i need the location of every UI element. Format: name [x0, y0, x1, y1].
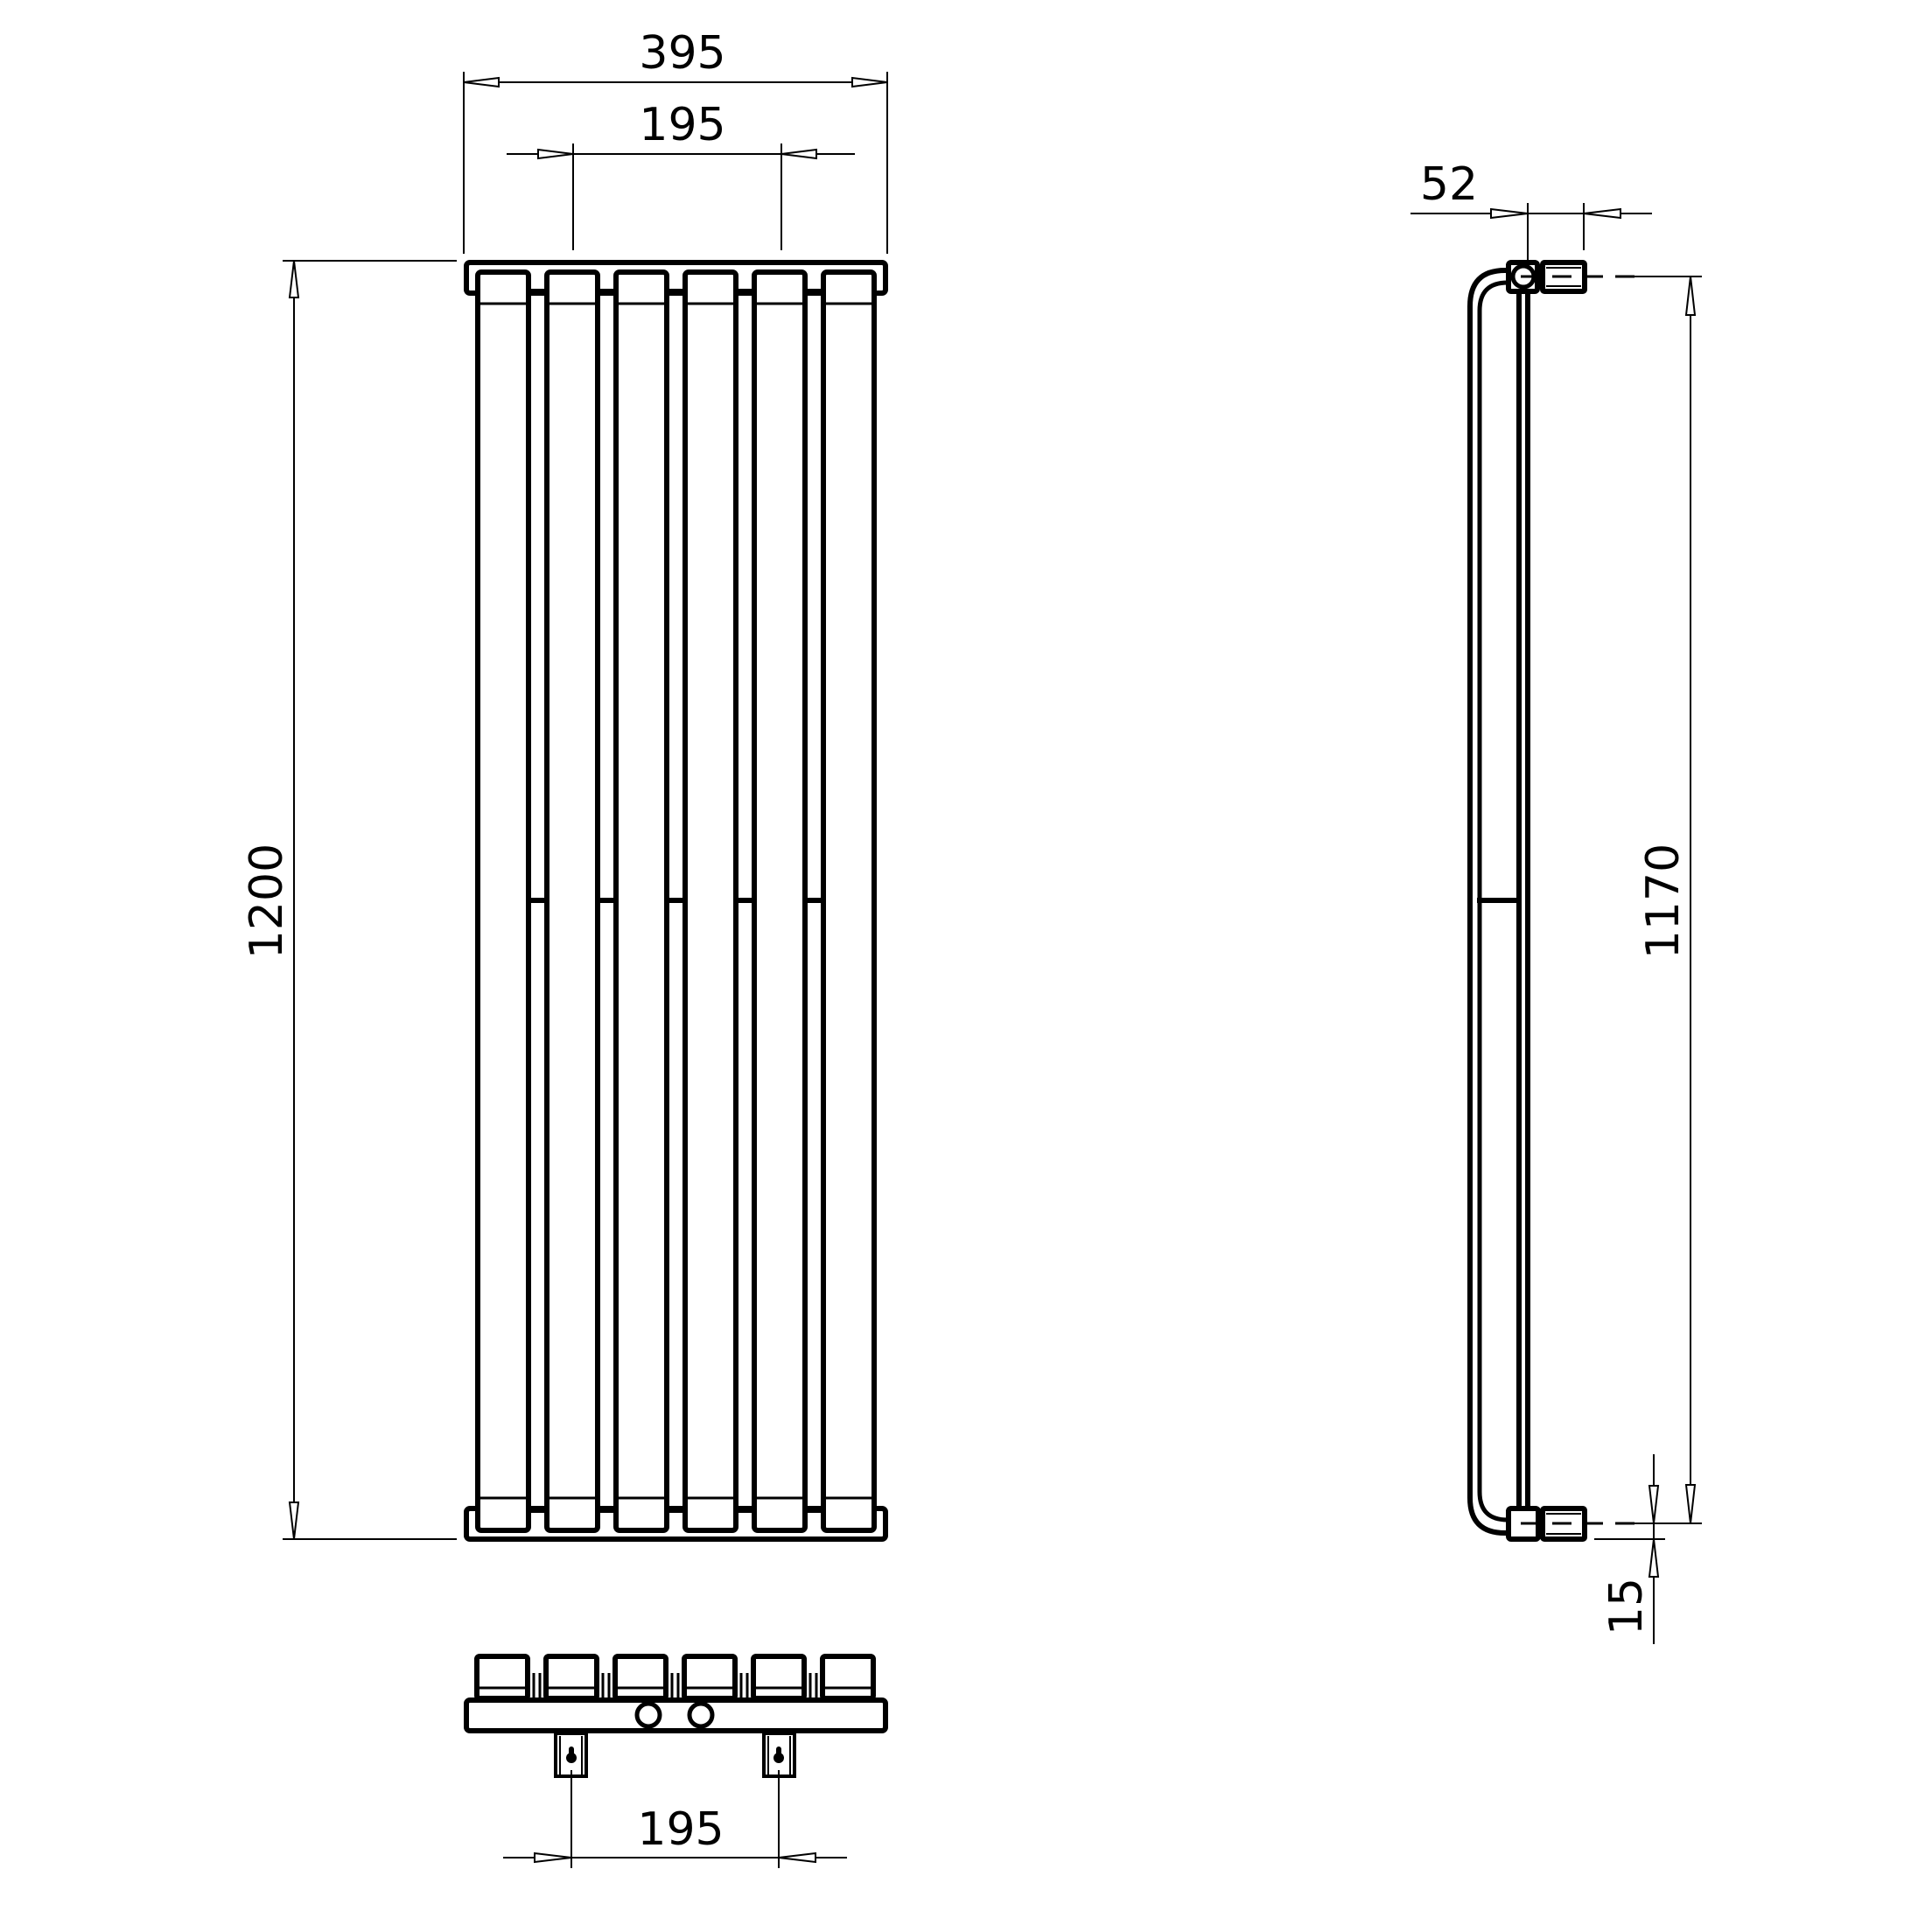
keyhole-icon	[566, 1753, 577, 1763]
dim-label-1200: 1200	[241, 844, 293, 959]
dim-label-195-bottom: 195	[637, 1803, 724, 1856]
column-2	[544, 270, 600, 1533]
return-pipe-outer	[1467, 268, 1508, 1536]
dimension-bracket-spacing-bottom: 195	[503, 1770, 847, 1868]
side-view: 52 1170 15	[1410, 158, 1702, 1644]
wall-bracket-left	[554, 1732, 588, 1778]
column-6	[821, 270, 877, 1533]
dim-label-195-top: 195	[639, 99, 725, 151]
top-view: 195	[464, 1654, 888, 1868]
wall-bracket-right	[762, 1732, 796, 1778]
column-1	[475, 270, 531, 1533]
top-view-connectors	[532, 1673, 818, 1698]
column-connectors	[528, 289, 823, 1513]
front-view: 395 195 1200	[241, 27, 888, 1542]
dimension-bottom-offset: 15	[1594, 1454, 1665, 1644]
dimension-overall-width: 395	[463, 27, 888, 254]
dim-label-15: 15	[1600, 1578, 1653, 1635]
column-4	[682, 270, 738, 1533]
dimension-bracket-spacing-top: 195	[507, 99, 855, 250]
keyhole-icon	[774, 1753, 784, 1763]
dim-label-1170: 1170	[1637, 844, 1690, 959]
dimension-overall-height: 1200	[241, 260, 457, 1540]
inlet-port	[634, 1701, 662, 1729]
top-view-header	[464, 1698, 888, 1733]
dim-label-52: 52	[1420, 158, 1478, 211]
dimension-depth: 52	[1410, 158, 1652, 262]
column-5	[752, 270, 808, 1533]
top-view-columns	[474, 1654, 876, 1701]
dim-label-395: 395	[639, 27, 725, 80]
column-3	[613, 270, 669, 1533]
column-cap-lines	[478, 302, 874, 1500]
outlet-port	[687, 1701, 715, 1729]
dimension-connection-centres: 1170	[1617, 276, 1702, 1524]
